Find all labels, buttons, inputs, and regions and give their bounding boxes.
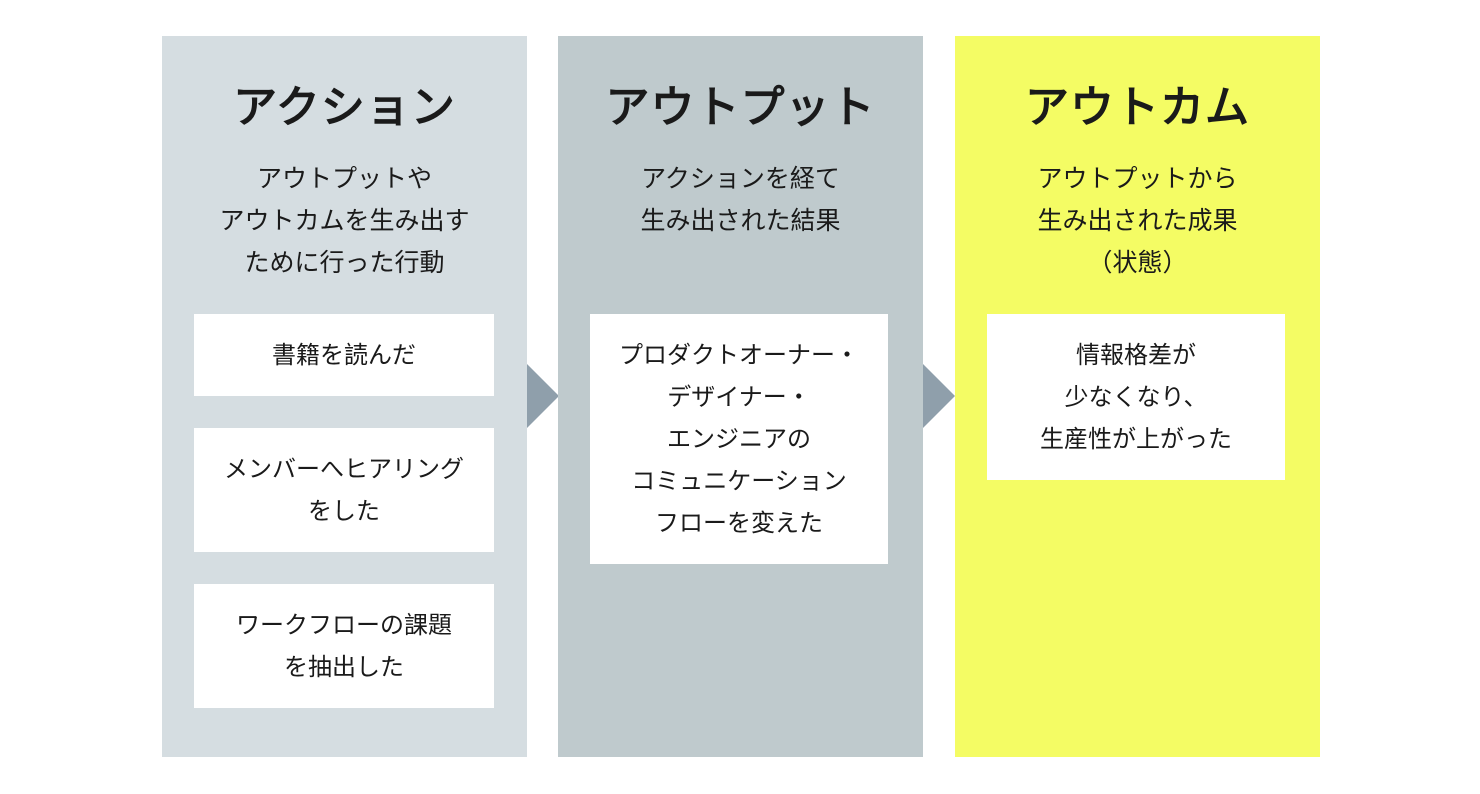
column-title: アウトカム	[1025, 82, 1250, 133]
action-card-extract-issues: ワークフローの課題 を抽出した	[194, 584, 494, 708]
arrow-right-icon	[527, 364, 559, 428]
column-title: アウトプット	[605, 82, 876, 133]
column-description: アクションを経て 生み出された結果	[640, 164, 841, 235]
column-title: アクション	[233, 82, 456, 133]
column-output: アウトプット アクションを経て 生み出された結果 プロダクトオーナー・ デザイナ…	[558, 36, 923, 757]
column-outcome: アウトカム アウトプットから 生み出された成果 （状態） 情報格差が 少なくなり…	[955, 36, 1320, 757]
column-description: アウトプットや アウトカムを生み出す ために行った行動	[219, 164, 470, 277]
action-card-read-books: 書籍を読んだ	[194, 314, 494, 396]
outcome-card-productivity: 情報格差が 少なくなり、 生産性が上がった	[987, 314, 1285, 480]
arrow-right-icon	[923, 364, 955, 428]
column-action: アクション アウトプットや アウトカムを生み出す ために行った行動 書籍を読んだ…	[162, 36, 527, 757]
action-card-member-hearing: メンバーへヒアリング をした	[194, 428, 494, 552]
column-description: アウトプットから 生み出された成果 （状態）	[1037, 164, 1238, 277]
output-card-communication-flow: プロダクトオーナー・ デザイナー・ エンジニアの コミュニケーション フローを変…	[590, 314, 888, 564]
